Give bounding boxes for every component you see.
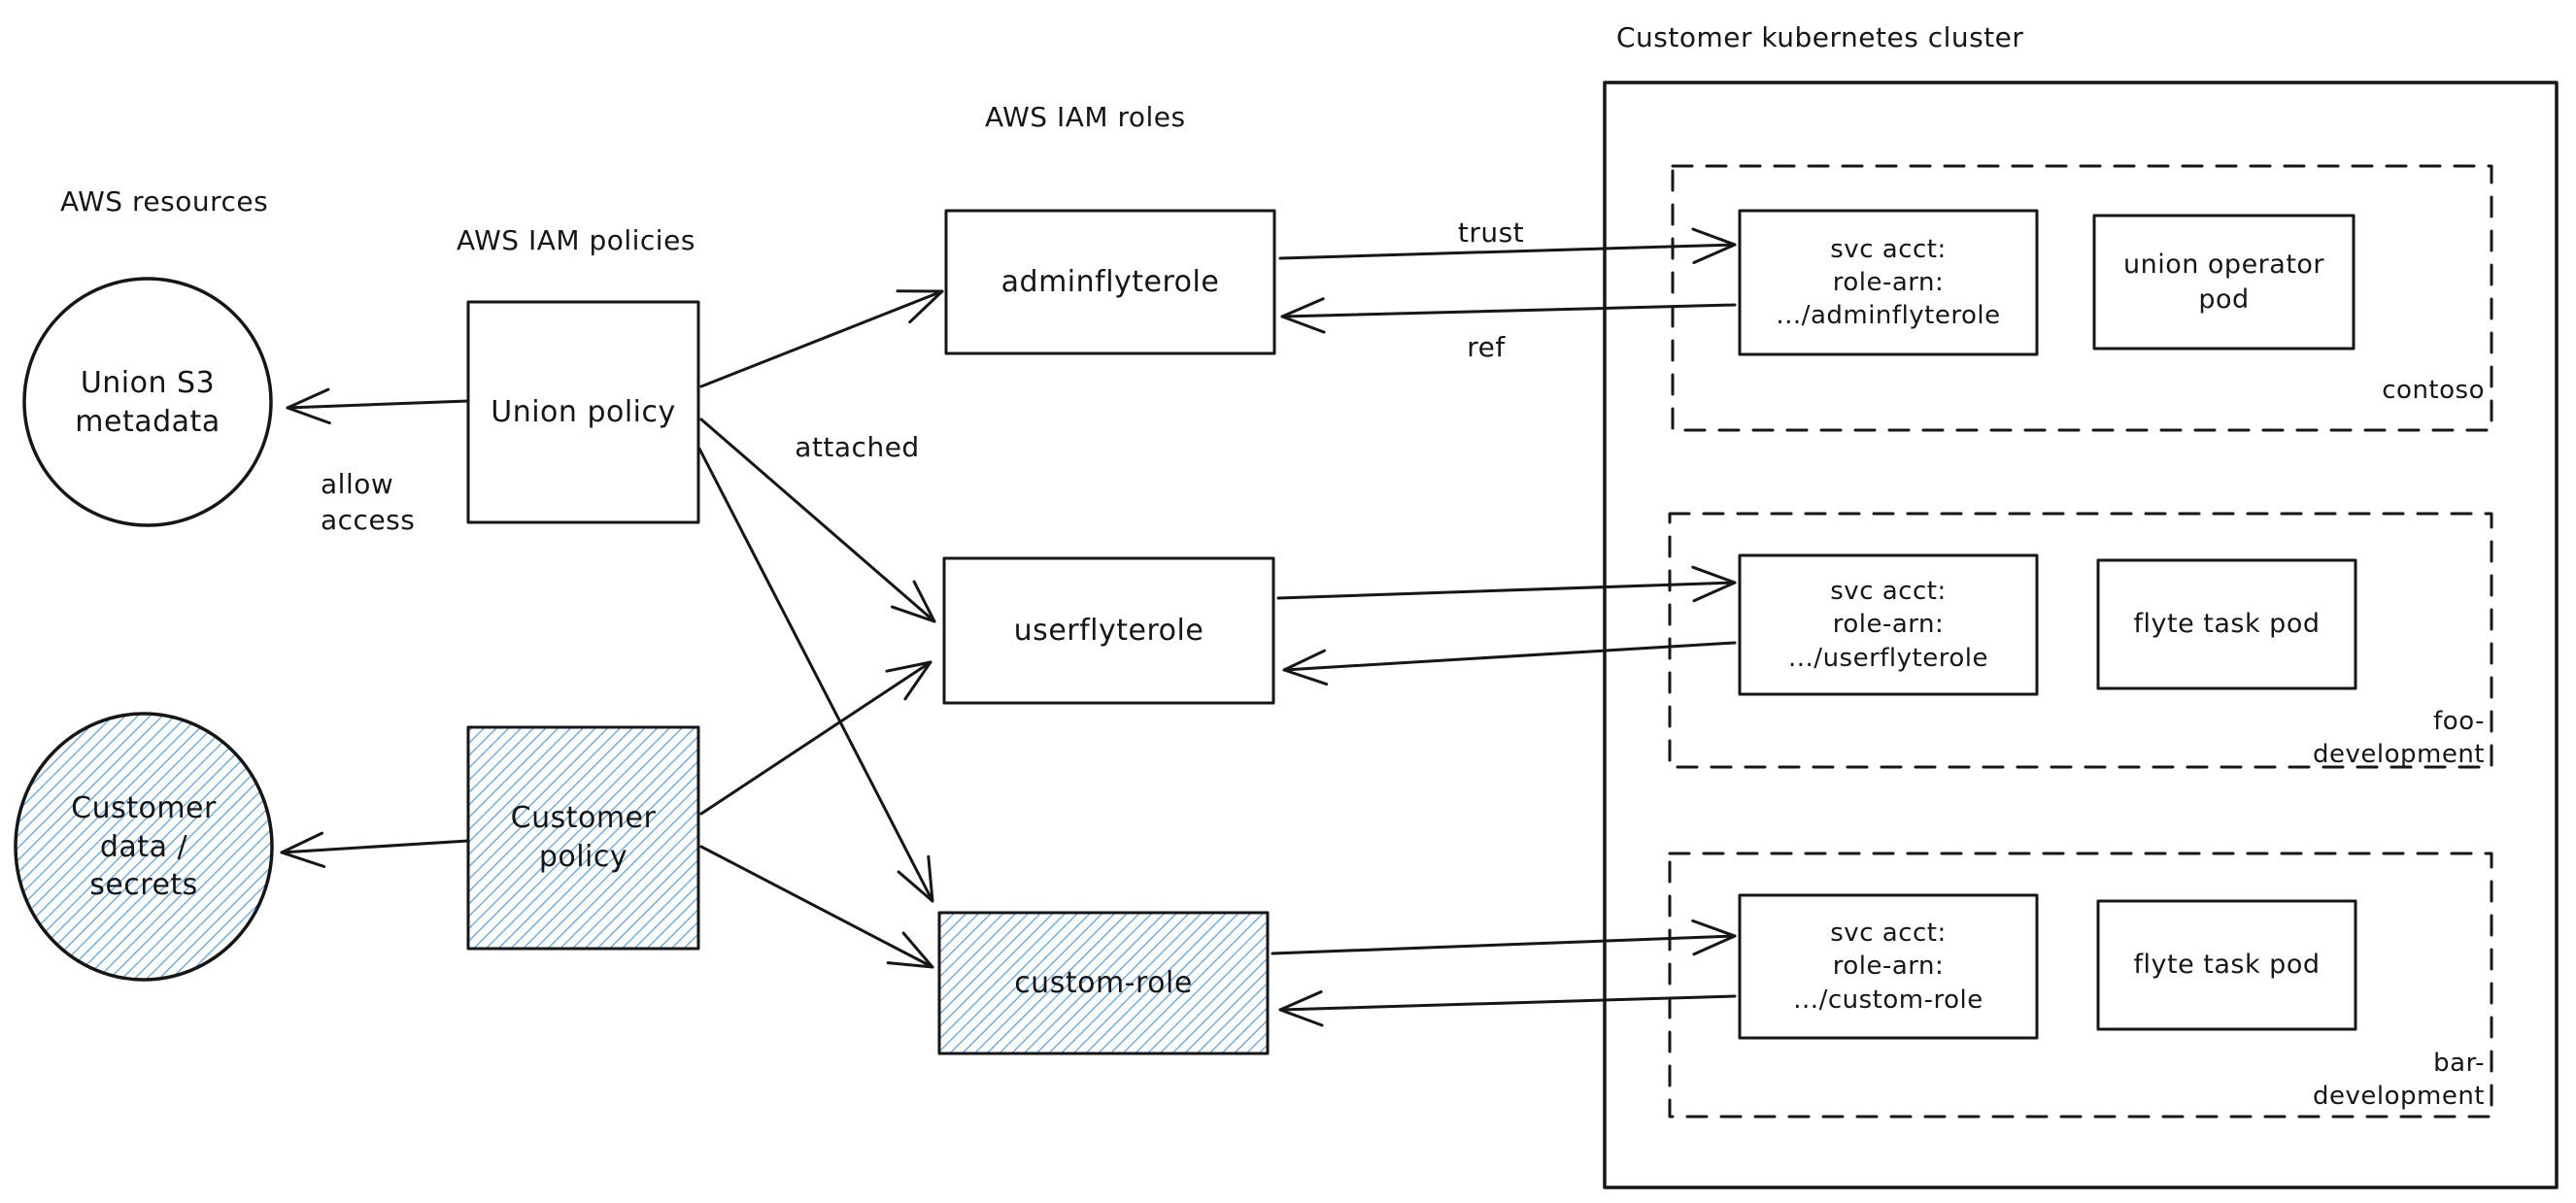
allow-access-label: allow access <box>321 468 416 536</box>
custom-role-label: custom-role <box>1014 965 1193 1000</box>
flyte-task-pod-bar-label: flyte task pod <box>2133 950 2321 981</box>
customer-data-label: Customer data / secrets <box>71 791 217 903</box>
svc-acct-custom-box <box>1738 893 2039 1040</box>
union-operator-pod-box <box>2092 214 2356 351</box>
arrow-ref-userflyterole <box>1282 641 1737 686</box>
aws-iam-roles-title: AWS IAM roles <box>985 100 1186 133</box>
union-s3-circle <box>22 277 273 527</box>
arrow-customer-policy-to-userflyterole <box>699 660 932 816</box>
attached-label: attached <box>795 430 920 463</box>
namespace-foo-label: foo-development <box>2312 706 2485 769</box>
svc-acct-user-label: svc acct: role-arn: .../userflyterole <box>1788 577 1988 673</box>
namespace-bar-label: bar-development <box>2312 1048 2485 1111</box>
flyte-task-pod-foo-label: flyte task pod <box>2133 609 2321 640</box>
namespace-foo-box <box>1668 512 2493 769</box>
arrow-customer-policy-to-custom-role <box>699 845 934 969</box>
arrow-trust-userflyterole <box>1276 565 1737 603</box>
svc-acct-admin-label: svc acct: role-arn: .../adminflyterole <box>1776 234 2001 331</box>
svc-acct-custom-label: svc acct: role-arn: .../custom-role <box>1793 919 1983 1015</box>
union-operator-pod-label: union operator pod <box>2122 249 2325 315</box>
svc-acct-admin-box <box>1738 209 2039 356</box>
arrow-union-policy-to-custom-role <box>697 447 934 903</box>
aws-iam-policies-title: AWS IAM policies <box>457 223 695 256</box>
arrow-union-policy-to-userflyterole <box>699 418 936 623</box>
aws-resources-title: AWS resources <box>60 184 269 217</box>
trust-label: trust <box>1457 216 1525 249</box>
arrow-customer-policy-to-data <box>280 831 470 868</box>
arrow-trust-adminflyterole <box>1278 227 1737 264</box>
customer-policy-box <box>466 725 700 951</box>
cluster-box <box>1603 81 2559 1189</box>
adminflyterole-label: adminflyterole <box>1000 264 1220 299</box>
namespace-bar-box <box>1668 852 2493 1119</box>
arrow-union-policy-to-adminflyterole <box>699 289 944 388</box>
arrow-trust-custom-role <box>1271 919 1737 956</box>
adminflyterole-box <box>944 209 1276 355</box>
namespace-contoso-label: contoso <box>2382 375 2485 405</box>
arrow-ref-adminflyterole <box>1280 297 1737 334</box>
customer-policy-label: Customer policy <box>510 801 657 874</box>
ref-label: ref <box>1467 330 1506 363</box>
union-s3-label: Union S3 metadata <box>75 366 220 439</box>
union-policy-box <box>466 300 700 524</box>
arrow-ref-custom-role <box>1278 990 1737 1027</box>
svc-acct-user-box <box>1738 553 2039 696</box>
userflyterole-label: userflyterole <box>1013 613 1204 648</box>
userflyterole-box <box>942 556 1275 705</box>
namespace-contoso-box <box>1671 164 2493 432</box>
flyte-task-pod-bar-box <box>2096 899 2357 1031</box>
union-policy-label: Union policy <box>491 394 676 429</box>
customer-data-circle <box>14 712 274 982</box>
cluster-title: Customer kubernetes cluster <box>1616 20 2024 53</box>
flyte-task-pod-foo-box <box>2096 558 2357 690</box>
custom-role-box <box>937 911 1270 1055</box>
arrow-allow-access <box>286 387 470 425</box>
